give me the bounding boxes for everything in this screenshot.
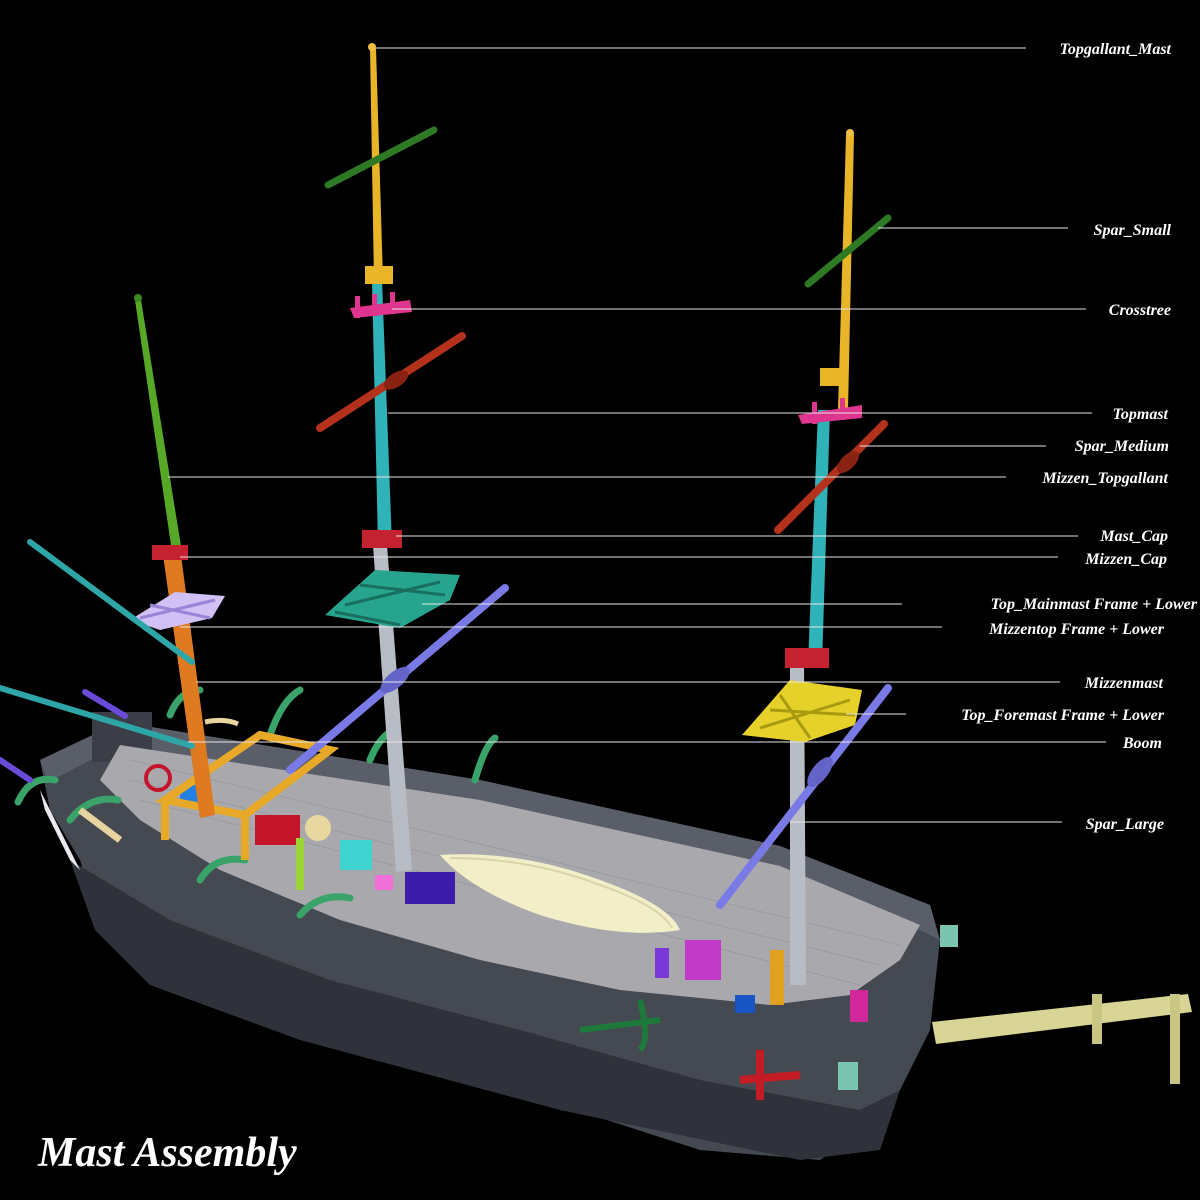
diagram-title: Mast Assembly — [37, 1130, 297, 1176]
deck-fittings — [77, 764, 958, 1100]
label-crosstree: Crosstree — [1109, 302, 1171, 319]
longboat — [440, 854, 680, 933]
label-spar-medium: Spar_Medium — [1075, 438, 1169, 455]
label-mast-cap: Mast_Cap — [1099, 528, 1168, 545]
label-top-mainmast-frame: Top_Mainmast Frame + Lower — [991, 596, 1198, 613]
leader-lines — [168, 47, 1106, 823]
label-mizzentop-frame: Mizzentop Frame + Lower — [988, 621, 1165, 638]
label-topmast: Topmast — [1113, 406, 1169, 423]
label-mizzenmast: Mizzenmast — [1084, 675, 1164, 692]
label-topgallant-mast: Topgallant_Mast — [1060, 41, 1172, 58]
label-mizzen-topgallant: Mizzen_Topgallant — [1041, 470, 1168, 487]
after-gantry — [154, 730, 340, 860]
label-top-foremast-frame: Top_Foremast Frame + Lower — [961, 707, 1165, 724]
label-mizzen-cap: Mizzen_Cap — [1084, 551, 1167, 568]
mainmast — [286, 43, 509, 872]
label-spar-small: Spar_Small — [1094, 222, 1172, 239]
mizzenmast — [0, 294, 240, 818]
bowsprit — [932, 994, 1192, 1084]
callout-labels: Topgallant_Mast Spar_Small Crosstree Top… — [961, 41, 1198, 833]
label-boom: Boom — [1122, 735, 1162, 752]
label-spar-large: Spar_Large — [1086, 816, 1164, 833]
foremast — [716, 129, 892, 985]
ship-illustration — [0, 43, 1192, 1160]
